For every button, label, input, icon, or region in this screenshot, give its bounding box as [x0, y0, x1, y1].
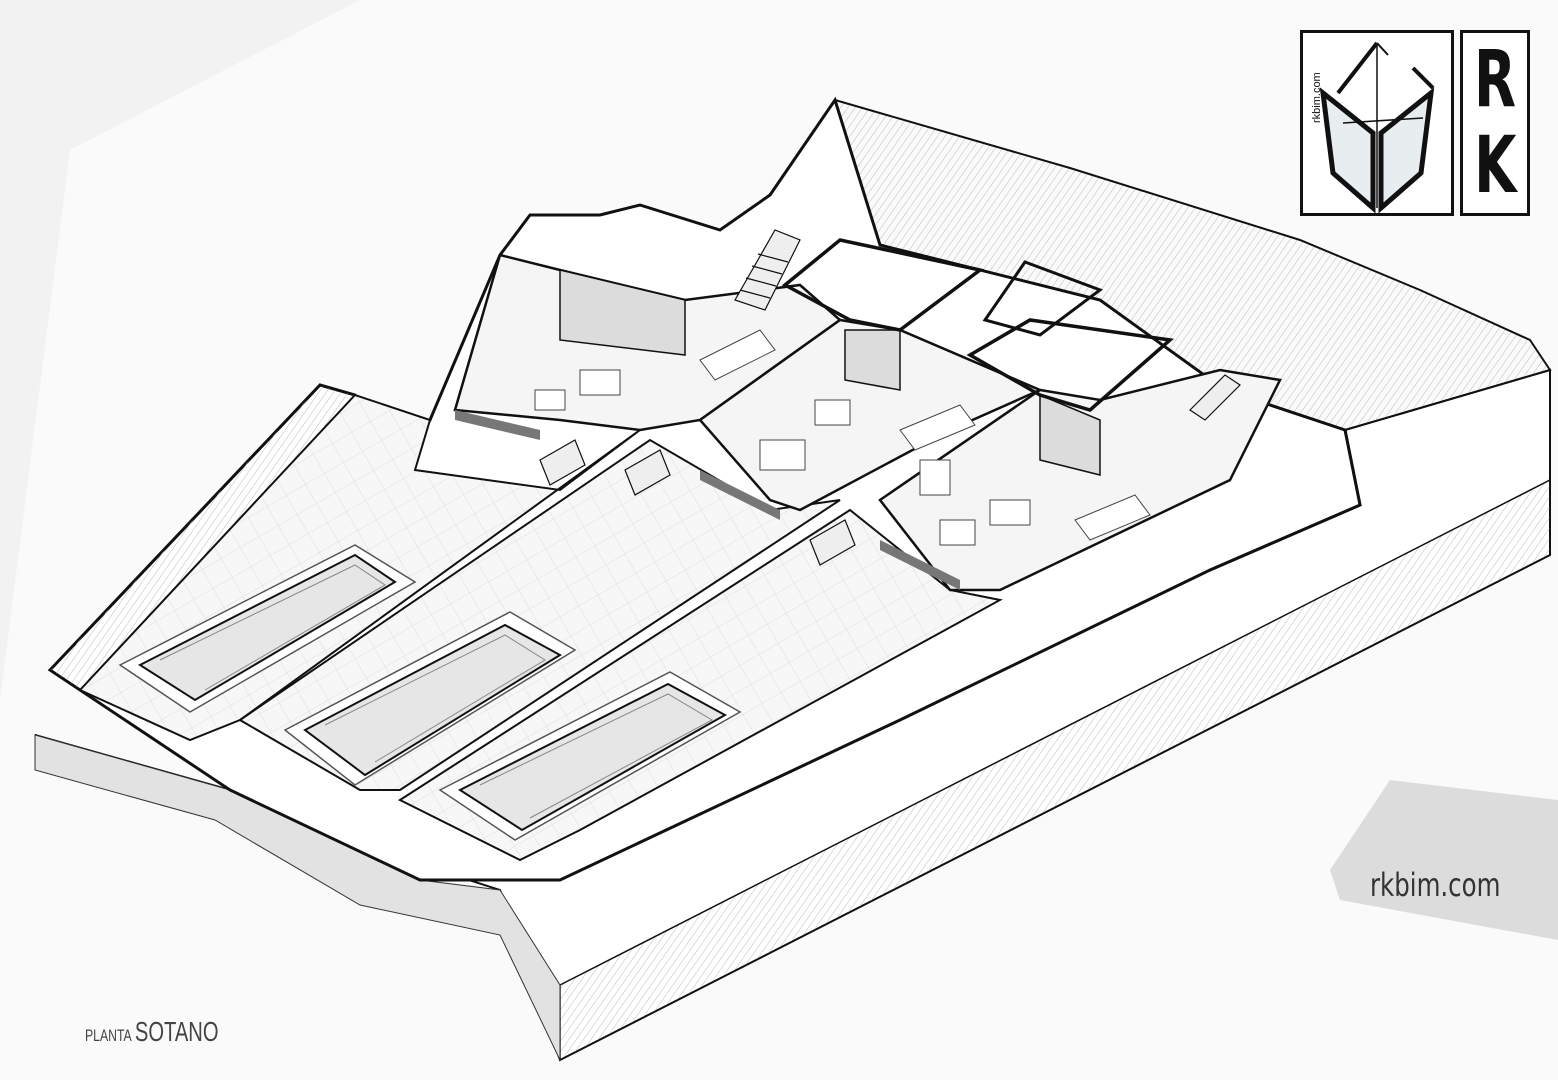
pool-3 — [438, 671, 742, 841]
rk-logo: rkbim.com R K — [1300, 28, 1530, 216]
furniture — [534, 329, 1151, 546]
logo-vertical-text: rkbim.com — [1311, 72, 1323, 123]
shield-emblem-icon — [1319, 41, 1435, 214]
pool-2 — [283, 611, 577, 786]
website-label: rkbim.com — [1370, 866, 1501, 904]
logo-letters: R K — [1460, 30, 1530, 216]
logo-letter-r: R — [1473, 35, 1517, 125]
caption-prefix: PLANTA — [85, 1026, 132, 1045]
stairs — [539, 229, 1241, 566]
glazing — [455, 410, 960, 590]
stair-well — [982, 260, 1104, 337]
logo-emblem: rkbim.com — [1300, 30, 1454, 216]
logo-letter-k: K — [1473, 121, 1517, 211]
drawing-caption: PLANTA SOTANO — [85, 1016, 219, 1048]
caption-title: SOTANO — [134, 1016, 219, 1047]
pool-1 — [118, 544, 417, 713]
room-living-2 — [878, 368, 1282, 592]
skylight-2 — [966, 318, 1175, 412]
skylight-1 — [781, 238, 985, 332]
label-shadow — [1330, 780, 1558, 940]
